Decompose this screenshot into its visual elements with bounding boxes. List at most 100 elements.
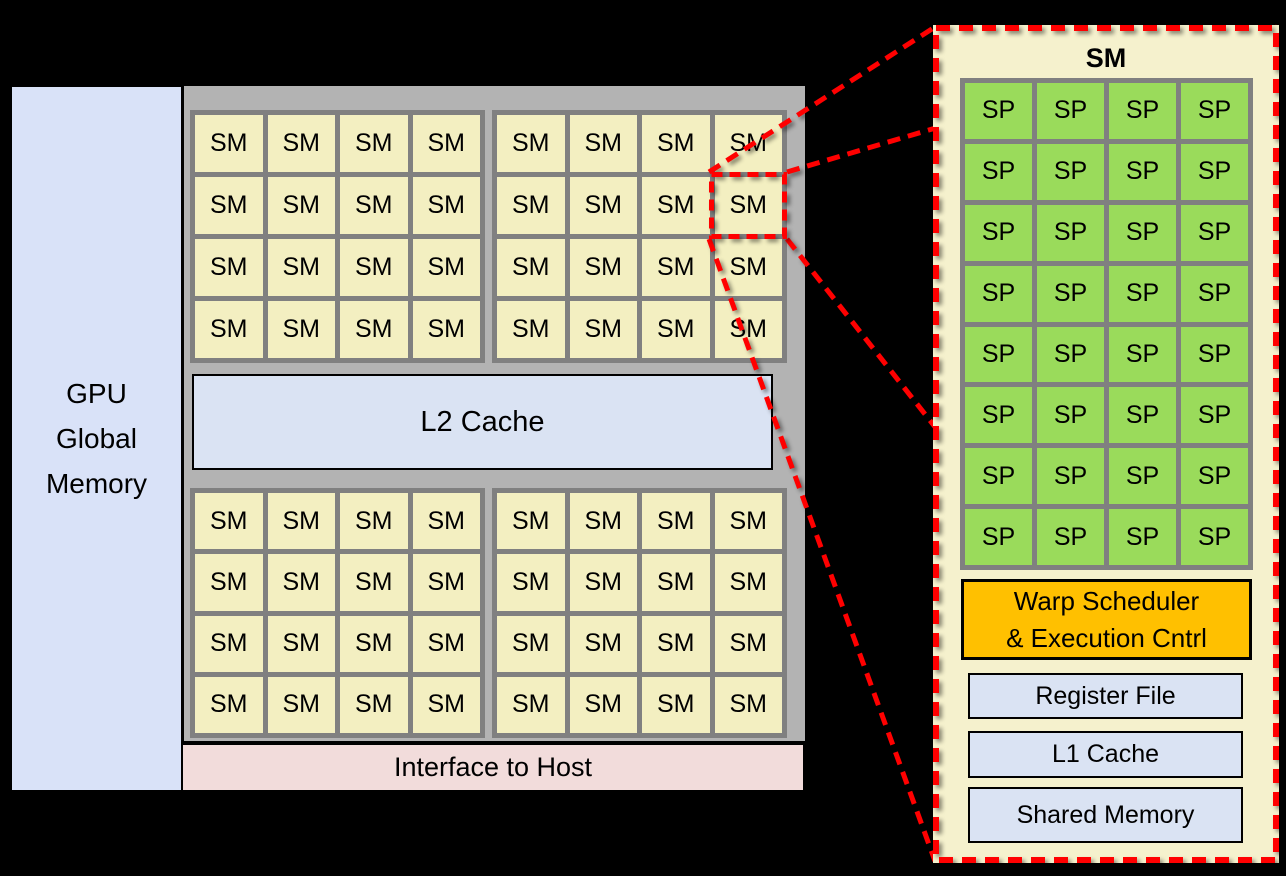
sm-cell: SM [412,493,480,550]
sp-cell: SP [1109,387,1176,444]
sm-cell: SM [642,493,710,550]
sm-cell: SM [642,301,710,358]
sm-cell: SM [497,554,565,611]
sp-cell: SP [965,326,1032,383]
l1-cache-label: L1 Cache [1051,740,1160,768]
sm-cell: SM [714,177,782,234]
sm-cell: SM [412,115,480,172]
sm-cell: SM [412,177,480,234]
sm-cell: SM [195,493,263,550]
sm-cell: SM [569,554,637,611]
sp-cell: SP [1109,509,1176,565]
sm-cell: SM [714,115,782,172]
sm-cell: SM [569,115,637,172]
sm-cell: SM [497,615,565,672]
l1-cache-box: L1 Cache [968,731,1243,778]
shared-memory-label: Shared Memory [1016,800,1195,829]
sp-cell: SP [965,265,1032,322]
sm-cell: SM [569,615,637,672]
sm-cell: SM [267,554,335,611]
sm-cell: SM [642,615,710,672]
sm-cell: SM [569,493,637,550]
sm-cell: SM [569,239,637,296]
shared-memory-box: Shared Memory [968,787,1243,843]
sm-cell: SM [267,115,335,172]
sm-cell: SM [267,301,335,358]
sp-cell: SP [1181,387,1248,444]
sm-detail-title: SM [1085,42,1127,73]
sm-cell: SM [642,676,710,733]
sm-cell: SM [267,493,335,550]
sm-cell: SM [195,676,263,733]
sp-cell: SP [1109,326,1176,383]
sm-cell: SM [714,676,782,733]
sm-cell: SM [195,301,263,358]
l2-cache-box: L2 Cache [192,374,773,470]
sp-cell: SP [1037,509,1104,565]
sp-cell: SP [965,143,1032,200]
sp-cell: SP [965,387,1032,444]
l2-cache-label: L2 Cache [420,405,545,438]
sm-cell: SM [412,554,480,611]
sm-cell: SM [267,676,335,733]
sm-cell: SM [195,615,263,672]
register-file-label: Register File [1035,681,1176,710]
sm-cell: SM [497,493,565,550]
sm-cell: SM [340,239,408,296]
sm-cell: SM [412,676,480,733]
warp-scheduler-box: Warp Scheduler & Execution Cntrl [961,579,1252,660]
sp-cell: SP [1181,265,1248,322]
sm-cell: SM [195,554,263,611]
sp-cell: SP [1181,143,1248,200]
sm-cell: SM [642,239,710,296]
gpu-global-memory-label-line: Global [56,423,137,454]
gpu-global-memory-label-line: Memory [45,468,148,499]
sm-cell: SM [497,239,565,296]
warp-scheduler-label-line: & Execution Cntrl [1006,622,1207,653]
gpu-global-memory-label-line: GPU [66,378,127,409]
sp-cell: SP [1181,326,1248,383]
sp-cell: SP [965,83,1032,139]
sm-cell: SM [569,301,637,358]
sp-cell: SP [1109,265,1176,322]
sp-cell: SP [965,448,1032,505]
sm-cell: SM [267,239,335,296]
sm-cell: SM [340,115,408,172]
sm-cell: SM [497,301,565,358]
sp-cell: SP [1037,143,1104,200]
sm-cell: SM [714,493,782,550]
sm-cell: SM [340,301,408,358]
interface-to-host-label: Interface to Host [393,752,593,782]
sm-cell: SM [642,115,710,172]
sp-cell: SP [965,509,1032,565]
sm-cell: SM [195,177,263,234]
sp-cell: SP [1037,204,1104,261]
sp-cell: SP [1181,204,1248,261]
sp-cell: SP [1181,448,1248,505]
sm-cell: SM [714,301,782,358]
sm-cell: SM [412,239,480,296]
sm-cell: SM [412,615,480,672]
sp-cell: SP [965,204,1032,261]
sm-cell: SM [340,177,408,234]
sm-cell: SM [412,301,480,358]
sp-cell: SP [1037,83,1104,139]
register-file-box: Register File [968,673,1243,719]
warp-scheduler-label-line: Warp Scheduler [1013,585,1200,616]
sp-cell: SP [1037,448,1104,505]
gpu-global-memory-box: GPU Global Memory [12,87,181,790]
sp-cell: SP [1109,448,1176,505]
sm-cell: SM [569,177,637,234]
sm-cell: SM [267,615,335,672]
sm-cell: SM [340,676,408,733]
sm-cell: SM [642,554,710,611]
sm-cell: SM [340,493,408,550]
sm-cell: SM [497,676,565,733]
